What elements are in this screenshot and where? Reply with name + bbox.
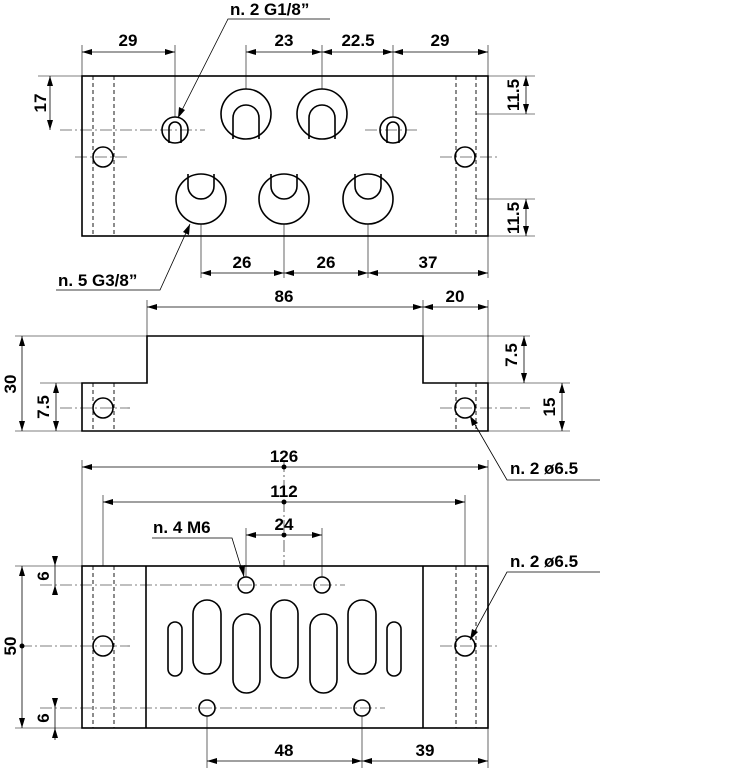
dim-24: 24 <box>275 515 294 534</box>
dim-39: 39 <box>416 741 435 760</box>
dim-29-right: 29 <box>431 31 450 50</box>
callout-hole-6-5-side: n. 2 ø6.5 <box>510 459 578 478</box>
dim-23: 23 <box>275 31 294 50</box>
side-view: 86 20 30 7.5 7.5 15 n. 2 ø6.5 <box>1 287 600 481</box>
port-g38-1 <box>175 173 227 225</box>
callout-g38: n. 5 G3/8” <box>58 271 137 290</box>
dim-126: 126 <box>270 447 298 466</box>
port-upper-left <box>220 88 272 140</box>
dim-26-a: 26 <box>233 253 252 272</box>
dim-48: 48 <box>275 741 294 760</box>
top-view: 29 23 22.5 29 17 11.5 11.5 26 <box>31 0 535 291</box>
dim-112: 112 <box>270 482 297 501</box>
dim-37: 37 <box>419 253 438 272</box>
dim-86: 86 <box>275 287 294 306</box>
dim-15: 15 <box>540 398 559 417</box>
side-view-outline <box>81 335 489 432</box>
dim-20: 20 <box>446 287 465 306</box>
dim-6-bottom: 6 <box>34 713 53 722</box>
bottom-mount-hole <box>92 635 114 657</box>
dim-7-5-left: 7.5 <box>34 395 53 419</box>
dim-29-left: 29 <box>119 31 138 50</box>
bottom-view-outline <box>81 565 489 729</box>
dim-7-5-right: 7.5 <box>502 343 521 367</box>
dim-50: 50 <box>1 637 20 656</box>
dim-22-5: 22.5 <box>341 31 374 50</box>
port-g38-3 <box>342 173 394 225</box>
slot <box>192 599 222 675</box>
slot <box>167 621 183 677</box>
dim-17: 17 <box>31 94 50 113</box>
dim-26-b: 26 <box>317 253 336 272</box>
slot <box>270 599 299 679</box>
bottom-view: 126 112 24 n. 4 M6 n. 2 ø6.5 50 <box>1 447 600 768</box>
port-upper-right <box>296 88 348 140</box>
callout-hole-6-5-bottom: n. 2 ø6.5 <box>510 552 578 571</box>
slot <box>309 613 338 694</box>
dim-6-top: 6 <box>34 571 53 580</box>
mount-hole <box>92 146 114 168</box>
callout-g18: n. 2 G1/8” <box>230 0 309 19</box>
slot <box>232 613 261 694</box>
slot <box>347 599 377 675</box>
slot <box>386 621 402 677</box>
side-hole <box>92 397 114 419</box>
dim-30: 30 <box>1 375 20 394</box>
port-g38-2 <box>258 173 310 225</box>
dim-11-5-bottom: 11.5 <box>504 202 523 234</box>
dim-11-5-top: 11.5 <box>504 79 523 111</box>
callout-m6: n. 4 M6 <box>153 518 211 537</box>
top-view-outline <box>81 75 489 237</box>
